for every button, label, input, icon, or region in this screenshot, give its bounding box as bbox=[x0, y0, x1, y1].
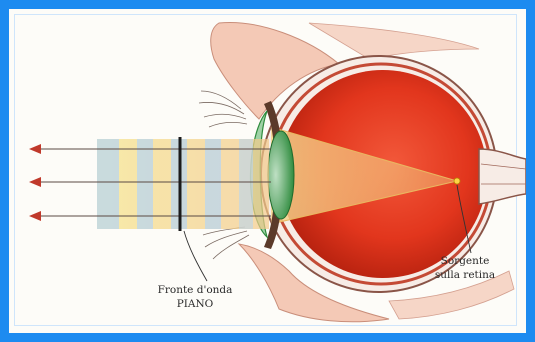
left-arrow-icons bbox=[29, 144, 41, 221]
eye-optics-diagram bbox=[9, 9, 526, 333]
left-arrow-icon bbox=[29, 211, 41, 221]
wavefront-label: Fronte d'onda PIANO bbox=[140, 283, 250, 311]
crystalline-lens bbox=[268, 131, 294, 219]
retina-source-label: Sorgente sulla retina bbox=[420, 254, 510, 282]
optic-nerve bbox=[479, 149, 526, 204]
retina-source-label-line1: Sorgente bbox=[420, 254, 510, 268]
retina-source-label-line2: sulla retina bbox=[420, 268, 510, 282]
retina-source-point bbox=[454, 178, 460, 184]
wavefront-pointer-line bbox=[184, 231, 207, 281]
upper-skin-fold bbox=[309, 23, 479, 59]
left-arrow-icon bbox=[29, 177, 41, 187]
wavefront-label-line2: PIANO bbox=[140, 297, 250, 311]
wavefront-label-line1: Fronte d'onda bbox=[140, 283, 250, 297]
lower-eyelashes bbox=[203, 227, 249, 259]
left-arrow-icon bbox=[29, 144, 41, 154]
